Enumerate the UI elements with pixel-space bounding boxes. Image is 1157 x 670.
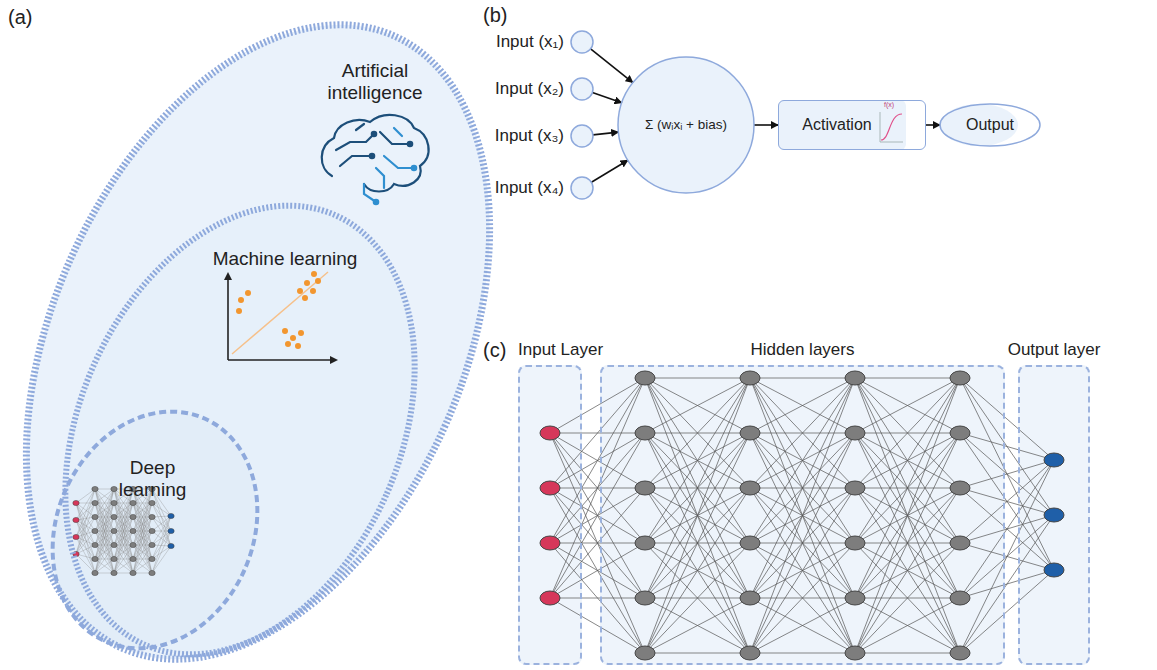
arrow-connector [592,93,621,103]
node-text: Machine learning [200,248,370,270]
function-label: f(x) [884,101,894,108]
input-layer-box: Input Layer [518,365,582,665]
ellipse-border [0,0,582,670]
circle-border [571,31,593,53]
circle-border [571,78,593,100]
arrow-connector [591,160,627,182]
panel-label: (b) [483,4,507,27]
summation-node: Σ (wᵢxᵢ + bias) [618,57,754,193]
panel-label: (a) [8,6,32,29]
ai-region-fill [0,0,582,670]
circle-border [571,125,593,147]
circle-border [940,104,1040,146]
scatter-plot [224,271,338,364]
ellipse-outline [45,400,270,665]
hidden-layers-box: Hidden layers [600,365,1005,665]
input-node: Input (x₄) [571,177,593,199]
dl-region-fill [16,379,294,670]
panel-label: (c) [483,339,506,362]
ellipse-outline [20,15,500,670]
ai-ellipse: Artificial intelligenceMachine learningD… [20,15,500,670]
perceptron-fills [571,31,1018,199]
node-text: Hidden layers [751,340,855,360]
input-node: Input (x₃) [571,125,593,147]
output-layer-box: Output layer [1018,365,1090,665]
activation-box: Activation [778,100,926,150]
circle-outline [571,125,593,147]
layer-box-fills [518,365,1090,665]
circle-outline [571,177,593,199]
node-text: Input (x₁) [496,32,564,52]
circle-border [618,57,754,193]
ellipse-border [16,379,294,670]
circle-outline [571,78,593,100]
node-text: Deep learning [95,457,210,501]
ml-ellipse: Machine learningDeep learning [60,190,430,670]
node-text: Output layer [1008,340,1101,360]
dl-ellipse: Deep learning [45,400,270,665]
node-text: Artificial intelligence [320,60,430,104]
arrow-connector [926,124,940,126]
circle-outline [571,31,593,53]
node-text: Σ (wᵢxᵢ + bias) [618,117,754,133]
activation-curve-icon [880,112,903,142]
node-text: Input (x₃) [495,126,564,146]
node-text: Input Layer [518,340,603,360]
circle-border [571,177,593,199]
output-node: Output [940,104,1040,146]
ml-region-fill [0,150,482,670]
node-text: Activation [779,116,895,134]
neural-network [540,371,1064,660]
input-node: Input (x₂) [571,78,593,100]
arrow-connector [754,124,778,126]
node-text: Output [940,116,1040,134]
input-node: Input (x₁) [571,31,593,53]
node-text: Input (x₂) [495,79,564,99]
ellipse-border [0,150,482,670]
brain-icon [322,115,429,204]
node-text: Input (x₄) [495,178,564,198]
arrow-connector [591,49,633,83]
arrow-connector [593,132,618,135]
